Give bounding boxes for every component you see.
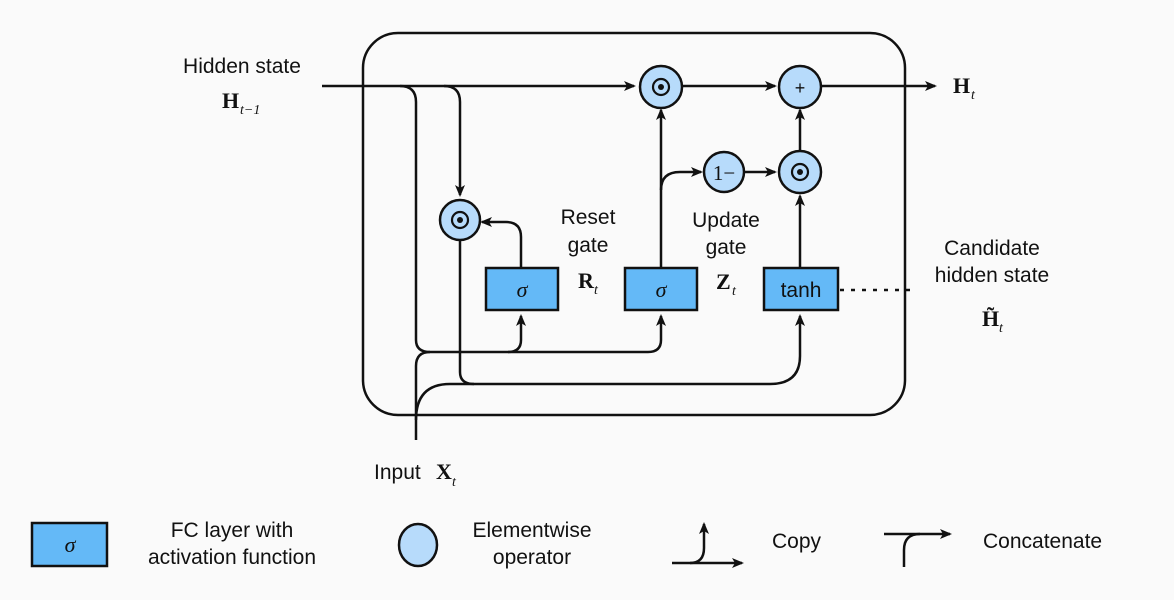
output-symbol: H [953,73,970,98]
output-sub: t [971,88,976,103]
elementwise-circle-icon [397,522,439,568]
reset-activation: σ [517,277,529,302]
legend-concatenate: Concatenate [884,529,1102,567]
candidate-symbol: H̃ [982,306,999,331]
candidate-label-2: hidden state [935,264,1049,287]
concatenate-arrow-icon [884,529,952,567]
hidden-state-label: Hidden state [183,55,301,78]
legend-copy: Copy [672,522,822,568]
update-gate-fc: σ [623,266,699,312]
gru-cell-boundary [361,31,907,417]
hidden-state-symbol: H [222,88,239,113]
candidate-sub: t [999,321,1004,336]
legend-fc-symbol: σ [65,532,77,557]
one-minus-operator: 1− [702,150,746,194]
wire-hidden-to-reset-mult [443,84,465,197]
reset-gate-sub: t [594,283,599,298]
legend-copy-label: Copy [772,530,822,553]
add-operator: + [777,64,823,110]
input-sub: t [452,475,457,490]
update-mult-operator [638,64,684,110]
add-label: + [795,78,806,98]
candidate-mult-operator [777,149,823,195]
input-symbol: X [436,459,452,484]
update-activation: σ [656,277,668,302]
candidate-label-1: Candidate [944,237,1040,260]
reset-gate-symbol: R [578,268,595,293]
wire-input-to-update [508,314,666,354]
legend-concatenate-label: Concatenate [983,530,1102,553]
update-gate-sub: t [732,284,737,299]
candidate-fc: tanh [762,266,840,312]
wire-reset-mult-to-candidate [458,240,475,386]
legend-fc-label-1: FC layer with [171,519,294,542]
legend-elementwise-label-1: Elementwise [472,519,591,542]
reset-gate-fc: σ [484,266,560,312]
fc-layer-box-icon [30,521,109,568]
legend-fc-layer: σ FC layer with activation function [30,519,316,569]
wire-input-to-candidate [414,314,805,421]
legend-elementwise-label-2: operator [493,546,571,569]
wire-hidden-to-concat [399,84,431,354]
candidate-activation: tanh [781,279,822,302]
update-gate-label-1: Update [692,209,760,232]
reset-gate-label-2: gate [568,234,609,257]
one-minus-label: 1− [713,161,735,185]
update-gate-label-2: gate [706,236,747,259]
wire-reset-gate-to-mult [480,217,523,268]
wire-update-gate-to-one-minus [659,167,703,191]
legend-fc-label-2: activation function [148,546,316,569]
input-label: Input [374,461,421,484]
legend-elementwise: Elementwise operator [397,519,592,569]
wire-input [414,314,526,440]
update-gate-symbol: Z [716,269,731,294]
reset-mult-operator [438,198,482,242]
copy-arrow-icon [672,522,744,568]
hidden-state-sub: t−1 [240,103,260,118]
reset-gate-label-1: Reset [561,206,616,229]
legend: σ FC layer with activation function Elem… [30,519,1102,569]
